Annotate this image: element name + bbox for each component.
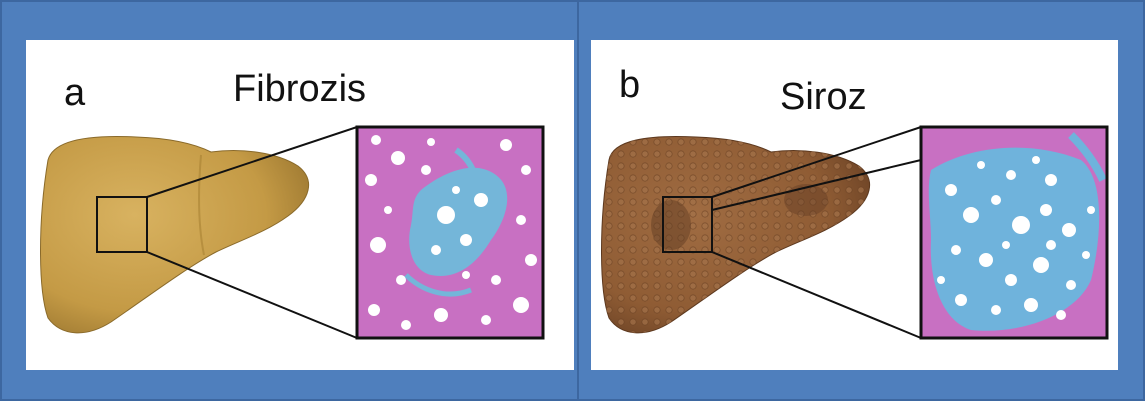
cirrhosis-illustration (591, 40, 1118, 370)
histology-inset (357, 127, 543, 338)
panel-cirrhosis: b Siroz (591, 40, 1118, 370)
histology-inset (921, 127, 1107, 338)
liver-shape (41, 136, 309, 332)
panel-divider (577, 0, 579, 401)
panel-fibrosis: a Fibrozis (26, 40, 574, 370)
fibrosis-illustration (26, 40, 574, 370)
